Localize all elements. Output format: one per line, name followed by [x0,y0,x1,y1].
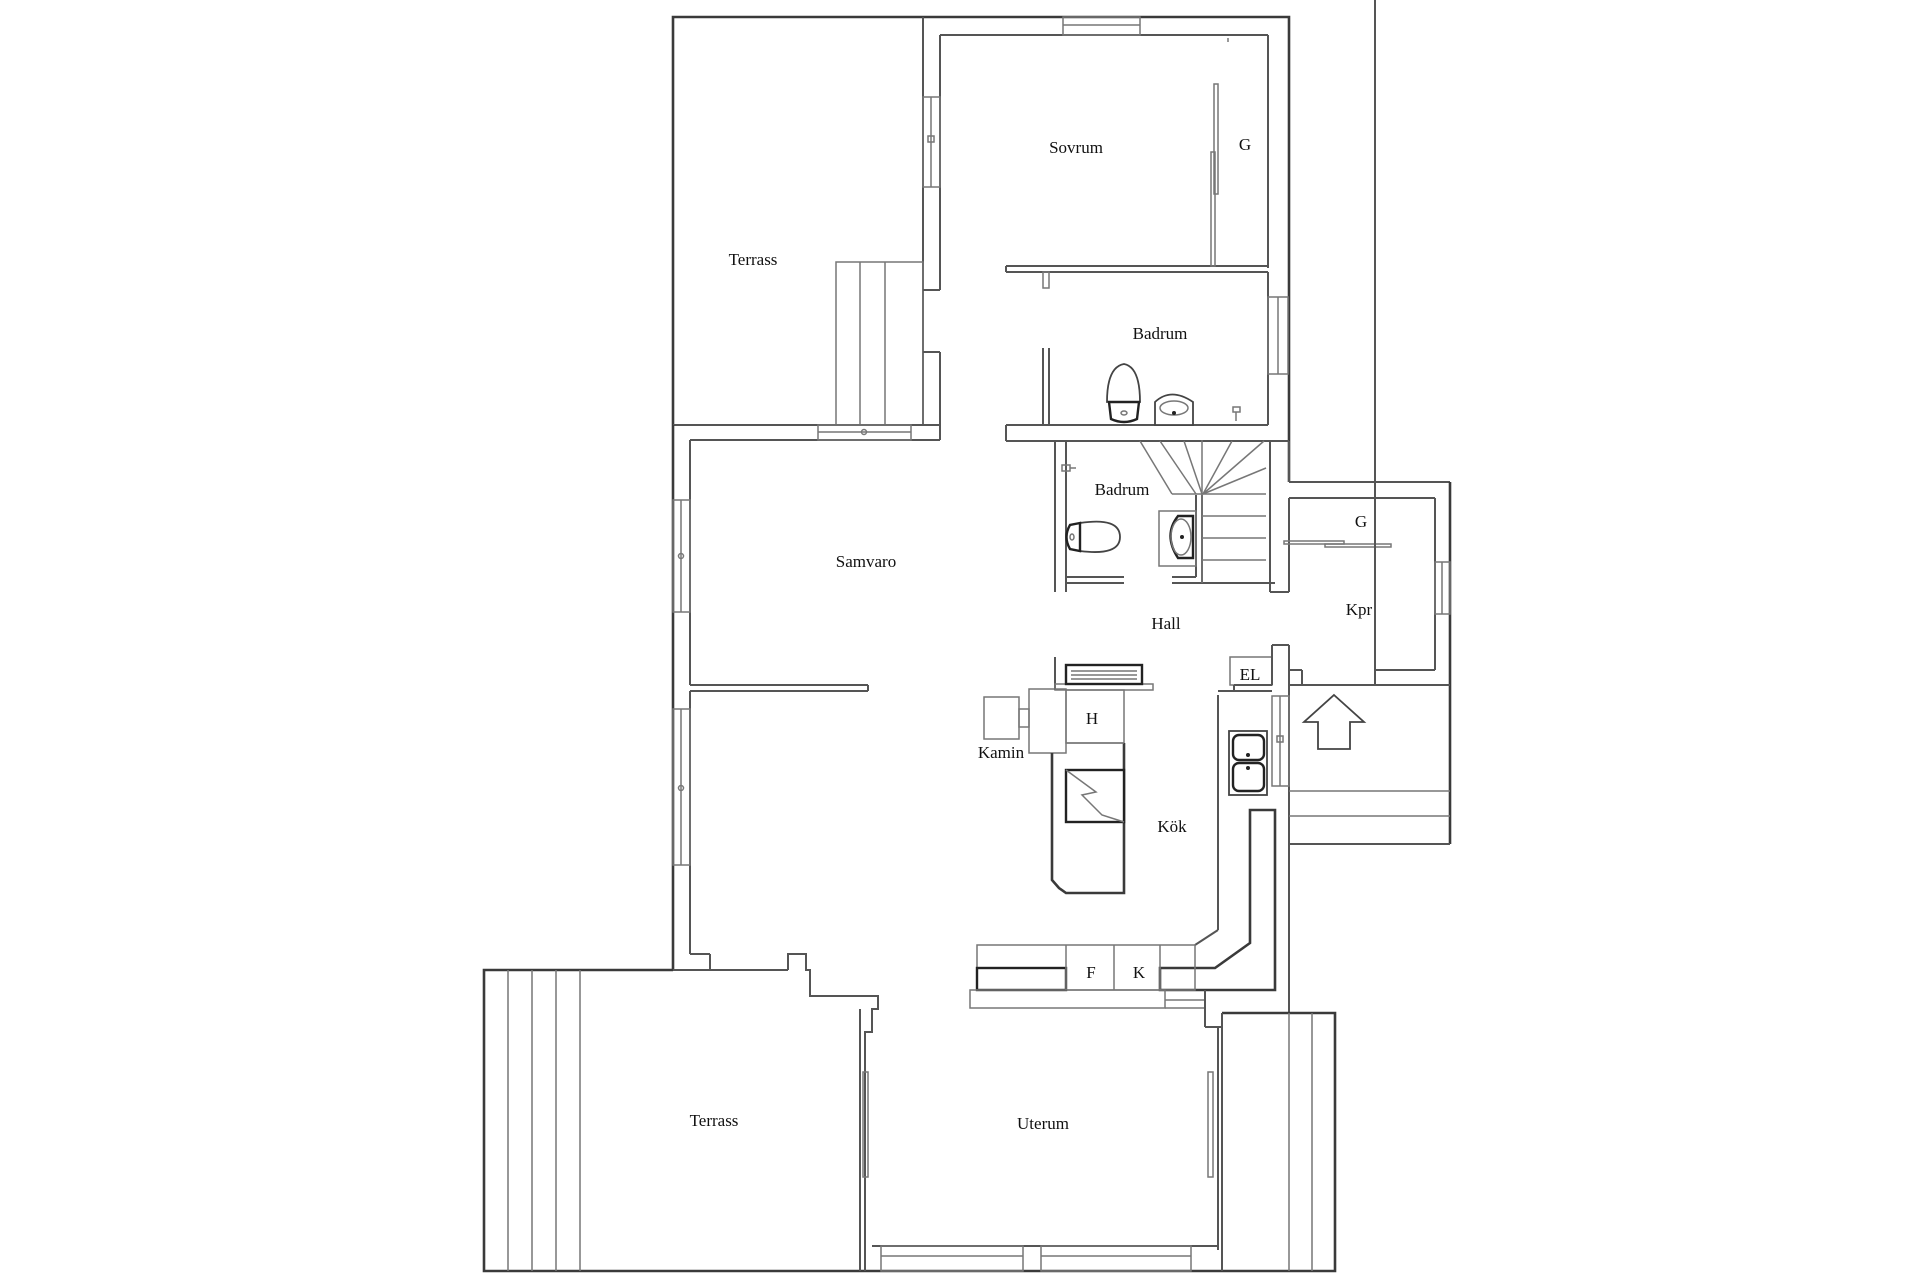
entry-wing-walls [1229,0,1452,1013]
sink-icon [1158,510,1197,567]
room-label-bedroom-closet: G [1238,135,1252,154]
room-label-fridge: F [1086,963,1096,982]
bidet-tap-icon [1232,406,1241,421]
cooktop-vent-icon [1064,663,1144,686]
kitchen-counters [969,684,1289,1028]
room-label-sunroom: Uterum [1017,1114,1069,1133]
living-room-walls [671,425,869,970]
sink-icon [1154,393,1194,426]
outer-walls [671,15,1291,482]
room-label-electrical: EL [1239,665,1261,684]
oven-icon [1064,768,1126,824]
south-terrace [482,953,1337,1273]
kitchen-island [983,657,1154,895]
room-label-bathroom-upper: Badrum [1132,324,1188,343]
room-label-stove: H [1085,709,1099,728]
bedroom-closet-walls [1005,38,1268,289]
room-label-freezer: K [1132,963,1146,982]
room-label-entry-closet: G [1354,512,1368,531]
entrance-arrow-icon [1301,693,1367,750]
room-label-terrace-north: Terrass [728,250,778,269]
room-label-fireplace: Kamin [977,743,1025,762]
sunroom-walls [872,1013,1313,1272]
room-label-kitchen: Kök [1157,817,1187,836]
upper-bathroom-walls [1005,272,1289,442]
room-label-living: Samvaro [835,552,897,571]
toilet-icon [1106,363,1141,424]
lower-bathroom-walls [1054,440,1450,592]
staircase-icon [1139,440,1267,583]
room-label-coat-room: Kpr [1345,600,1373,619]
double-sink-icon [1228,730,1268,796]
room-label-terrace-south: Terrass [689,1111,739,1130]
toilet-icon [1061,464,1121,553]
room-label-hall: Hall [1151,614,1181,633]
room-label-bathroom-lower: Badrum [1094,480,1150,499]
room-label-bedroom: Sovrum [1049,138,1103,157]
